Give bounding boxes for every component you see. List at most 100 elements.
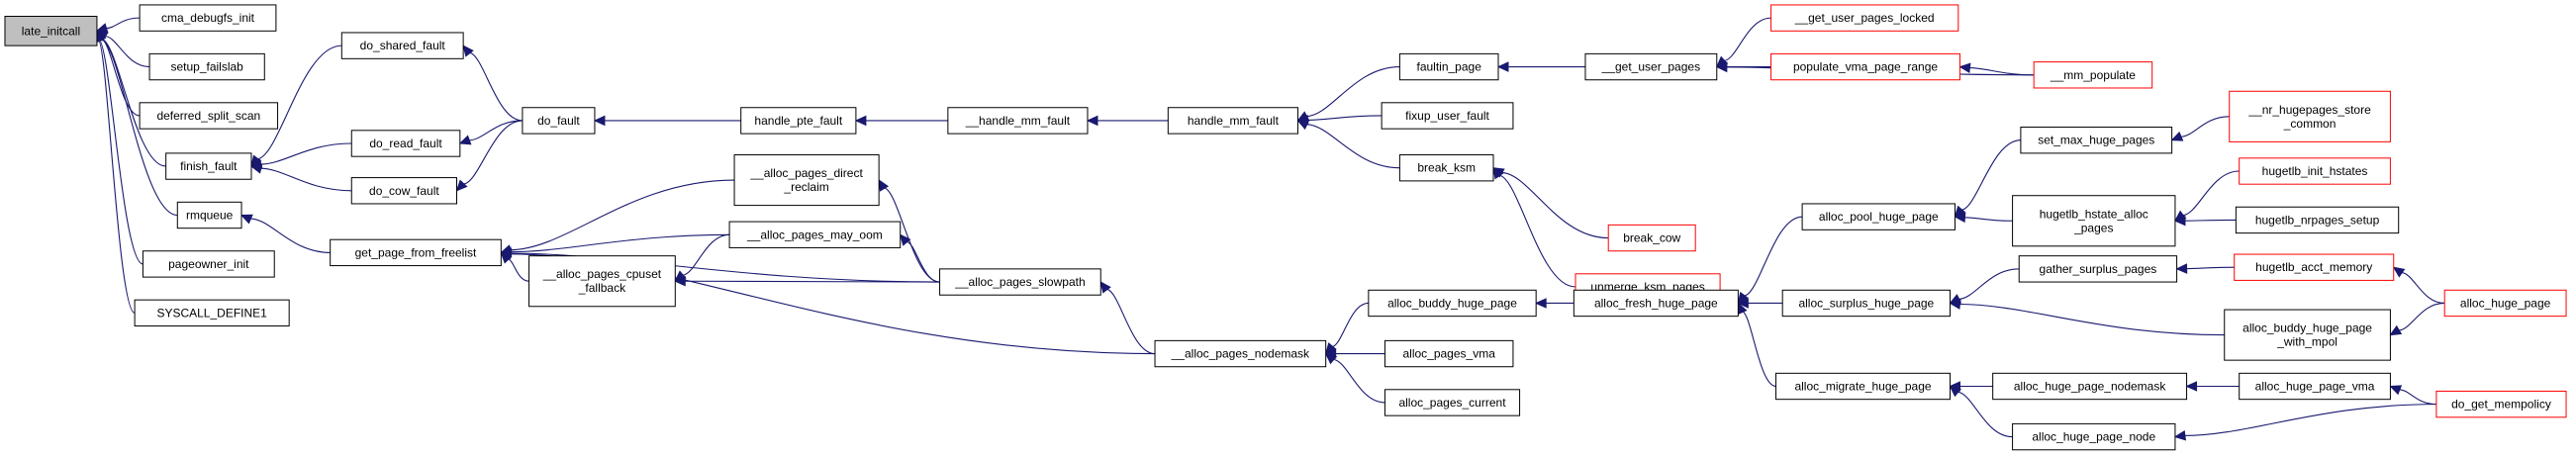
node-late_initcall[interactable]: late_initcall	[4, 15, 98, 46]
node-do_fault[interactable]: do_fault	[522, 107, 596, 135]
node-box[interactable]	[2234, 253, 2395, 281]
node-box[interactable]	[740, 107, 857, 135]
node-__alloc_pages_nodemask[interactable]: __alloc_pages_nodemask	[1154, 339, 1327, 368]
node-label: SYSCALL_DEFINE1	[156, 306, 267, 320]
node-break_ksm[interactable]: break_ksm	[1398, 154, 1494, 182]
node-box[interactable]	[176, 201, 242, 229]
node-box[interactable]	[1607, 224, 1696, 252]
node-get_user_pages_locked[interactable]: __get_user_pages_locked	[1770, 4, 1959, 32]
node-box[interactable]	[148, 52, 265, 81]
node-box[interactable]	[1398, 154, 1494, 182]
node-box[interactable]	[142, 250, 275, 278]
node-box[interactable]	[1775, 372, 1952, 401]
node-handle_pte_fault[interactable]: handle_pte_fault	[740, 107, 857, 135]
node-box[interactable]	[1801, 203, 1956, 230]
node-box[interactable]	[1167, 107, 1298, 135]
node-__get_user_pages[interactable]: __get_user_pages	[1584, 52, 1718, 81]
node-box[interactable]	[2033, 61, 2153, 89]
node-alloc_migrate_huge_page[interactable]: alloc_migrate_huge_page	[1775, 372, 1952, 401]
node-box[interactable]	[2235, 206, 2400, 234]
node-deferred_split_scan[interactable]: deferred_split_scan	[139, 102, 279, 130]
node-alloc_fresh_huge_page[interactable]: alloc_fresh_huge_page	[1573, 289, 1739, 318]
node-box[interactable]	[2224, 309, 2391, 361]
node-set_max_huge_pages[interactable]: set_max_huge_pages	[2020, 127, 2173, 154]
node-__alloc_pages_may_oom[interactable]: __alloc_pages_may_oom	[728, 221, 902, 248]
node-box[interactable]	[2239, 157, 2391, 185]
node-box[interactable]	[733, 154, 880, 207]
node-box[interactable]	[165, 152, 252, 180]
node-box[interactable]	[2435, 390, 2567, 418]
node-box[interactable]	[1992, 372, 2188, 401]
node-box[interactable]	[1770, 52, 1960, 81]
node-box[interactable]	[528, 255, 676, 308]
node-__alloc_pages_direct_reclaim[interactable]: __alloc_pages_direct_reclaim	[733, 154, 880, 207]
node-box[interactable]	[350, 130, 461, 157]
node-__handle_mm_fault[interactable]: __handle_mm_fault	[947, 107, 1089, 135]
node-hugetlb_hstate_alloc_pages[interactable]: hugetlb_hstate_alloc_pages	[2012, 195, 2176, 247]
node-box[interactable]	[947, 107, 1089, 135]
node-break_cow[interactable]: break_cow	[1607, 224, 1696, 252]
node-alloc_buddy_huge_page[interactable]: alloc_buddy_huge_page	[1368, 289, 1537, 318]
node-do_cow_fault[interactable]: do_cow_fault	[350, 177, 458, 205]
node-box[interactable]	[522, 107, 596, 135]
node-pageowner_init[interactable]: pageowner_init	[142, 250, 275, 278]
node-box[interactable]	[350, 177, 458, 205]
node-box[interactable]	[2239, 372, 2391, 401]
node-box[interactable]	[2012, 195, 2176, 247]
node-box[interactable]	[1781, 289, 1952, 318]
node-box[interactable]	[1573, 289, 1739, 318]
node-box[interactable]	[2018, 255, 2178, 283]
node-alloc_pages_vma[interactable]: alloc_pages_vma	[1383, 339, 1514, 368]
node-alloc_huge_page[interactable]: alloc_huge_page	[2443, 289, 2567, 318]
node-alloc_huge_page_nodemask[interactable]: alloc_huge_page_nodemask	[1992, 372, 2188, 401]
node-box[interactable]	[1383, 339, 1514, 368]
node-box[interactable]	[1383, 389, 1521, 416]
node-box[interactable]	[340, 32, 464, 59]
node-fixup_user_fault[interactable]: fixup_user_fault	[1381, 102, 1514, 130]
edge-line	[1743, 216, 1803, 297]
node-alloc_huge_page_vma[interactable]: alloc_huge_page_vma	[2239, 372, 2391, 401]
node-box[interactable]	[134, 299, 290, 327]
node-box[interactable]	[2229, 90, 2391, 142]
node-do_get_mempolicy[interactable]: do_get_mempolicy	[2435, 390, 2567, 418]
node-handle_mm_fault[interactable]: handle_mm_fault	[1167, 107, 1298, 135]
node-gather_surplus_pages[interactable]: gather_surplus_pages	[2018, 255, 2178, 283]
node-alloc_buddy_huge_page_with_mpol[interactable]: alloc_buddy_huge_page_with_mpol	[2224, 309, 2391, 361]
node-box[interactable]	[1154, 339, 1327, 368]
node-alloc_surplus_huge_page[interactable]: alloc_surplus_huge_page	[1781, 289, 1952, 318]
node-syscall_define1[interactable]: SYSCALL_DEFINE1	[134, 299, 290, 327]
node-box[interactable]	[1368, 289, 1537, 318]
node-box[interactable]	[2020, 127, 2173, 154]
node-get_page_from_freelist[interactable]: get_page_from_freelist	[330, 238, 502, 267]
node-__mm_populate[interactable]: __mm_populate	[2033, 61, 2153, 89]
node-box[interactable]	[1770, 4, 1959, 32]
node-box[interactable]	[1381, 102, 1514, 130]
node-box[interactable]	[728, 221, 902, 248]
node-box[interactable]	[1584, 52, 1718, 81]
node-hugetlb_init_hstates[interactable]: hugetlb_init_hstates	[2239, 157, 2391, 185]
node-__alloc_pages_slowpath[interactable]: __alloc_pages_slowpath	[939, 268, 1101, 296]
node-__nr_hugepages_store_common[interactable]: __nr_hugepages_store_common	[2229, 90, 2391, 142]
node-do_read_fault[interactable]: do_read_fault	[350, 130, 461, 157]
node-alloc_pages_current[interactable]: alloc_pages_current	[1383, 389, 1521, 416]
node-box[interactable]	[1398, 52, 1499, 81]
node-rmqueue[interactable]: rmqueue	[176, 201, 242, 229]
node-populate_vma_page_range[interactable]: populate_vma_page_range	[1770, 52, 1960, 81]
node-faultin_page[interactable]: faultin_page	[1398, 52, 1499, 81]
node-finish_fault[interactable]: finish_fault	[165, 152, 252, 180]
node-box[interactable]	[2012, 422, 2176, 451]
node-box[interactable]	[139, 102, 279, 130]
node-hugetlb_acct_memory[interactable]: hugetlb_acct_memory	[2234, 253, 2395, 281]
node-box[interactable]	[330, 238, 502, 267]
node-box[interactable]	[139, 4, 277, 32]
node-box[interactable]	[2443, 289, 2567, 318]
node-__alloc_pages_cpuset_fallback[interactable]: __alloc_pages_cpuset_fallback	[528, 255, 676, 308]
node-do_shared_fault[interactable]: do_shared_fault	[340, 32, 464, 59]
node-hugetlb_nrpages_setup[interactable]: hugetlb_nrpages_setup	[2235, 206, 2400, 234]
node-cma_debugfs_init[interactable]: cma_debugfs_init	[139, 4, 277, 32]
node-alloc_pool_huge_page[interactable]: alloc_pool_huge_page	[1801, 203, 1956, 230]
node-box[interactable]	[4, 15, 98, 46]
node-alloc_huge_page_node[interactable]: alloc_huge_page_node	[2012, 422, 2176, 451]
node-box[interactable]	[939, 268, 1101, 296]
node-setup_failslab[interactable]: setup_failslab	[148, 52, 265, 81]
